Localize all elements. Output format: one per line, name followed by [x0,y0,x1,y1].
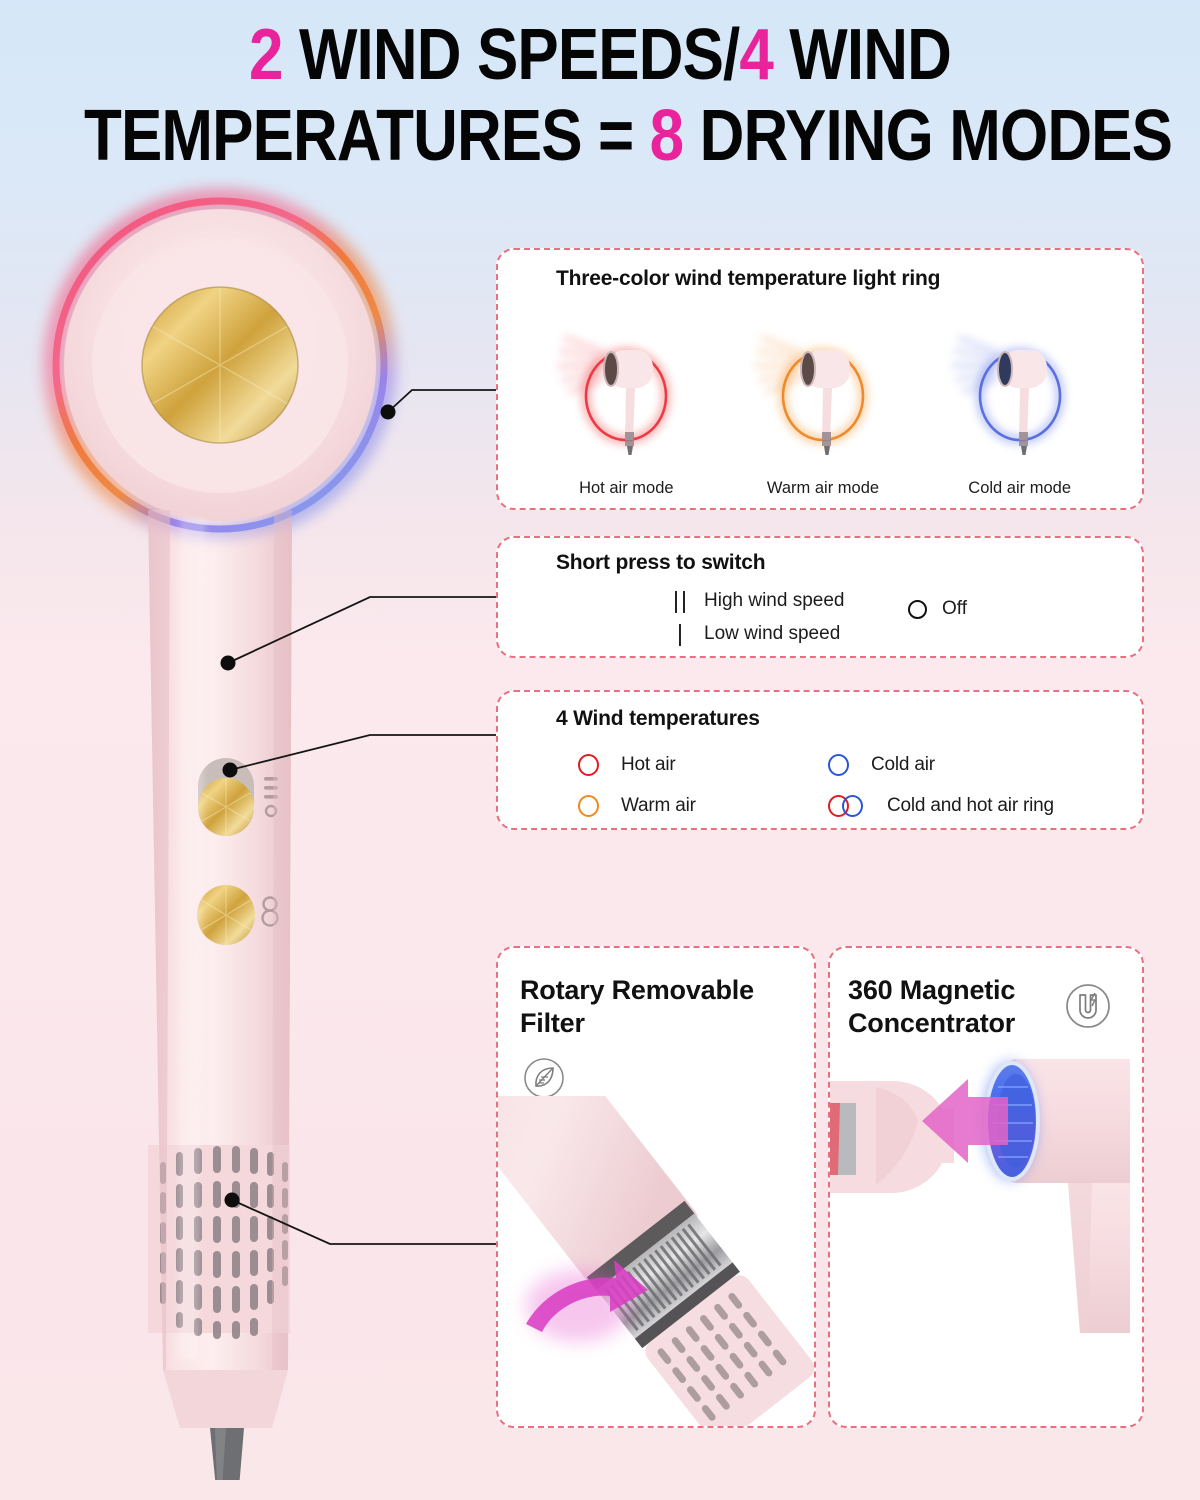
panel-light-ring: Three-color wind temperature light ring [496,248,1144,510]
title-text-2: WIND [772,15,952,95]
warm-air-label: Warm air [621,794,696,816]
wind-speed-row-high: || High wind speed [658,584,844,617]
title-line-2: TEMPERATURES = 8 DRYING MODES [84,96,1173,176]
leader-dot-temperatures [222,762,238,778]
panel-rotary-filter: Rotary Removable Filter [496,946,816,1428]
magnetic-concentrator-product-image [830,1059,1130,1333]
wind-temperature-list: Hot air Cold air Warm air Cold and hot a… [578,744,1118,826]
leader-dot-filter [224,1192,240,1208]
wind-temperature-item-cold-air: Cold air [828,753,1118,776]
leader-dot-light-ring [380,404,396,420]
light-ring-mode-cold: Cold air mode [930,328,1110,498]
light-ring-caption-warm: Warm air mode [766,479,880,497]
off-circle-icon [908,599,927,619]
high-speed-label: High wind speed [704,589,845,611]
title-text-4: DRYING MODES [683,96,1173,176]
leader-line-light-ring [387,389,496,413]
title-text-3: TEMPERATURES = [84,96,650,176]
wind-temperature-mark-icon [261,896,279,927]
dual-cold-ring-icon [842,794,863,817]
leader-dot-short-press [220,655,236,671]
mini-dryer-cold-icon [951,336,1064,455]
hot-air-ring-icon [578,753,599,776]
panel-light-ring-title: Three-color wind temperature light ring [556,267,941,290]
page-title: 2 WIND SPEEDS/4 WIND TEMPERATURES = 8 DR… [0,14,1200,176]
panel-rotary-filter-title: Rotary Removable Filter [520,975,754,1038]
magnet-icon [1066,984,1110,1028]
title-text-1: WIND SPEEDS/ [282,15,740,95]
wind-temperature-item-hot-air: Hot air [578,753,828,776]
rotation-arrow-icon [526,1260,648,1332]
cold-and-hot-air-ring-icon [828,794,865,817]
light-ring-caption-hot: Hot air mode [579,479,674,497]
title-number-4: 4 [739,15,773,95]
panel-wind-temperatures-title: 4 Wind temperatures [556,707,760,730]
leader-line-temperatures [229,734,496,771]
low-speed-label: Low wind speed [704,622,841,644]
wind-speed-button [198,758,254,836]
leader-line-short-press [227,596,496,664]
light-ring-mode-list: Hot air mode [528,328,1118,498]
off-label: Off [942,598,967,619]
light-ring-mode-warm: Warm air mode [733,328,913,498]
leader-line-filter [231,1199,496,1245]
panel-short-press-title: Short press to switch [556,551,766,574]
high-speed-symbol-icon: || [673,587,689,613]
attach-arrow-icon [922,1079,1008,1163]
warm-air-ring-icon [578,794,599,817]
panel-short-press: Short press to switch || High wind speed… [496,536,1144,658]
title-number-8: 8 [649,96,684,176]
wind-temperature-button [197,885,255,945]
rotary-filter-product-image [498,1096,814,1426]
title-number-2: 2 [249,15,283,95]
wind-speed-marks-icon [264,777,278,818]
wind-temperature-item-cold-and-hot-air-ring: Cold and hot air ring [828,794,1118,817]
wind-speed-row-off: Off [908,598,967,620]
mini-dryer-warm-icon [754,336,867,455]
panel-magnetic-concentrator-title: 360 Magnetic Concentrator [848,975,1016,1038]
low-speed-symbol-icon: | [677,620,685,646]
light-ring-mode-hot: Hot air mode [536,328,716,498]
mini-dryer-hot-icon [558,336,671,455]
wind-speed-row-low: | Low wind speed [658,617,844,650]
cold-and-hot-air-ring-label: Cold and hot air ring [887,794,1054,816]
hot-air-label: Hot air [621,753,676,775]
cold-air-label: Cold air [871,753,935,775]
gold-center-disc [142,287,298,443]
wind-speed-list: || High wind speed | Low wind speed [658,584,844,650]
wind-temperature-item-warm-air: Warm air [578,794,828,817]
light-ring [52,197,388,533]
panel-wind-temperatures: 4 Wind temperatures Hot air Cold air War… [496,690,1144,830]
light-ring-caption-cold: Cold air mode [968,479,1071,497]
hair-dryer-product-image [42,187,398,1480]
cold-air-ring-icon [828,753,849,776]
title-line-1: 2 WIND SPEEDS/4 WIND [84,14,1116,96]
panel-magnetic-concentrator: 360 Magnetic Concentrator [828,946,1144,1428]
